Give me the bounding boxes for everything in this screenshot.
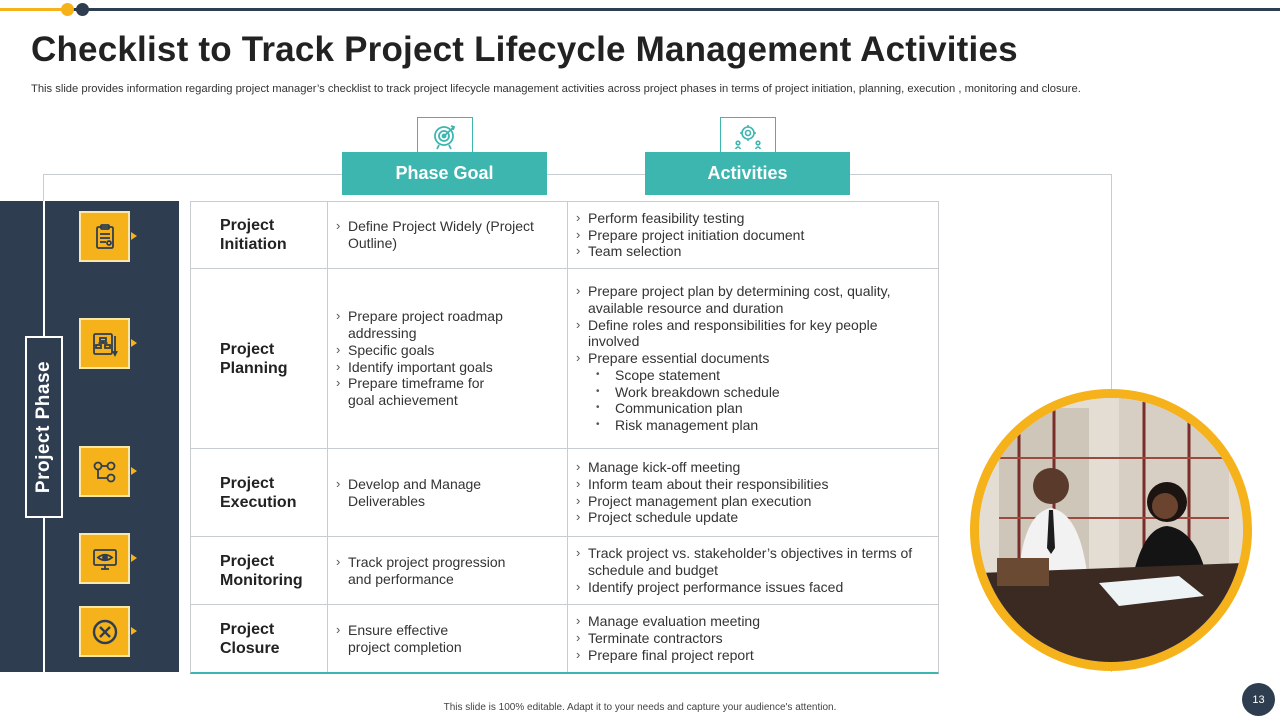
activities-cell: Manage evaluation meeting Terminate cont… (568, 605, 938, 672)
activity-item: Manage evaluation meeting (576, 613, 930, 630)
phase-name-line: Project (220, 552, 275, 570)
row-pointer-arrow (131, 232, 137, 240)
phase-label: Project Phase (33, 360, 55, 494)
phase-goal-cell: Prepare project roadmap addressing Speci… (328, 269, 568, 448)
activity-item: Prepare essential documents (576, 350, 930, 367)
phase-name-line: Monitoring (220, 571, 303, 589)
phase-name-line: Project (220, 620, 275, 638)
activity-item: Prepare project plan by determining cost… (576, 283, 906, 317)
process-gears-icon (79, 446, 130, 497)
accent-dot-yellow (61, 3, 74, 16)
gear-team-icon (720, 117, 776, 153)
phase-name-cell: Project Initiation (191, 202, 328, 268)
phase-name-line: Project (220, 474, 275, 492)
phase-name-line: Planning (220, 359, 288, 377)
activities-cell: Track project vs. stakeholder’s objectiv… (568, 537, 938, 604)
top-accent-line (0, 8, 66, 11)
activity-item: Track project vs. stakeholder’s objectiv… (576, 545, 916, 579)
phase-name-cell: Project Closure (191, 605, 328, 672)
activity-item: Team selection (576, 243, 930, 260)
activities-cell: Perform feasibility testing Prepare proj… (568, 202, 938, 268)
phase-goal-cell: Ensure effective project completion (328, 605, 568, 672)
goal-item: Track project progression and performanc… (336, 554, 516, 588)
phase-name-line: Project (220, 340, 275, 358)
activities-header: Activities (645, 152, 850, 195)
phase-label-box: Project Phase (25, 336, 63, 518)
phase-name-line: Initiation (220, 236, 287, 253)
phase-goal-cell: Develop and Manage Deliverables (328, 449, 568, 536)
activity-item: Prepare project initiation document (576, 227, 930, 244)
phase-name-cell: Project Planning (191, 269, 328, 448)
phase-name-line: Closure (220, 639, 280, 657)
phase-name-cell: Project Execution (191, 449, 328, 536)
activity-item: Terminate contractors (576, 630, 930, 647)
sub-activity-item: Risk management plan (576, 417, 930, 434)
activities-cell: Manage kick-off meeting Inform team abou… (568, 449, 938, 536)
monitor-eye-icon (79, 533, 130, 584)
activity-item: Project schedule update (576, 509, 930, 526)
slide-subtitle: This slide provides information regardin… (31, 83, 1081, 95)
slide-title: Checklist to Track Project Lifecycle Man… (31, 30, 1018, 69)
page-number: 13 (1242, 683, 1275, 716)
accent-dot-navy (76, 3, 89, 16)
table-row-closure: Project Closure Ensure effective project… (191, 605, 938, 672)
sub-activity-item: Scope statement (576, 367, 930, 384)
clipboard-icon (79, 211, 130, 262)
phase-goal-cell: Track project progression and performanc… (328, 537, 568, 604)
table-row-planning: Project Planning Prepare project roadmap… (191, 269, 938, 449)
goal-item: Prepare project roadmap addressing (336, 308, 516, 342)
goal-item: Identify important goals (336, 359, 561, 376)
goal-item: Prepare timeframe for goal achievement (336, 375, 506, 409)
goal-item: Ensure effective project completion (336, 622, 476, 656)
table-row-execution: Project Execution Develop and Manage Del… (191, 449, 938, 537)
row-pointer-arrow (131, 339, 137, 347)
activity-item: Identify project performance issues face… (576, 579, 930, 596)
activity-item: Define roles and responsibilities for ke… (576, 317, 896, 351)
phase-name-line: Project (220, 217, 275, 234)
table-row-monitoring: Project Monitoring Track project progres… (191, 537, 938, 605)
row-pointer-arrow (131, 467, 137, 475)
sub-activity-item: Communication plan (576, 400, 930, 417)
footer-note: This slide is 100% editable. Adapt it to… (443, 702, 837, 713)
activity-item: Perform feasibility testing (576, 210, 930, 227)
phase-goal-header: Phase Goal (342, 152, 547, 195)
row-pointer-arrow (131, 554, 137, 562)
checklist-table: Project Initiation Define Project Widely… (190, 201, 939, 674)
phase-goal-cell: Define Project Widely (Project Outline) (328, 202, 568, 268)
planning-board-icon (79, 318, 130, 369)
goal-item: Develop and Manage Deliverables (336, 476, 496, 510)
goal-item: Define Project Widely (Project Outline) (336, 218, 561, 252)
close-circle-icon (79, 606, 130, 657)
meeting-photo (970, 389, 1252, 671)
activities-cell: Prepare project plan by determining cost… (568, 269, 938, 448)
target-icon (417, 117, 473, 153)
goal-item: Specific goals (336, 342, 561, 359)
activity-item: Inform team about their responsibilities (576, 476, 930, 493)
activity-item: Prepare final project report (576, 647, 930, 664)
top-divider-line (0, 8, 1280, 11)
phase-name-cell: Project Monitoring (191, 537, 328, 604)
activity-item: Project management plan execution (576, 493, 930, 510)
row-pointer-arrow (131, 627, 137, 635)
sub-activity-item: Work breakdown schedule (576, 384, 930, 401)
table-row-initiation: Project Initiation Define Project Widely… (191, 202, 938, 269)
phase-name-line: Execution (220, 493, 297, 511)
activity-item: Manage kick-off meeting (576, 459, 930, 476)
